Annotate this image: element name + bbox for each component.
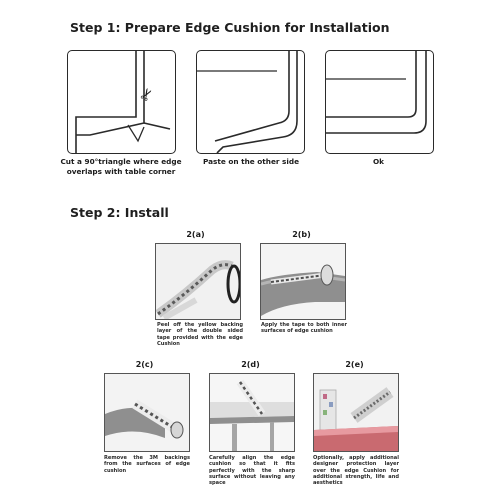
step1-title: Step 1: Prepare Edge Cushion for Install… [70,20,390,35]
step1-caption-ok: Ok [372,157,385,166]
panel-2c-caption: Remove the 3M backings from the surfaces… [104,455,190,474]
panel-2e-caption: Optionally, apply additional designer pr… [313,455,399,487]
panel-2e-label: 2(e) [345,360,364,369]
step1-panel-paste [196,50,305,154]
align-cushion-illustration [210,374,294,451]
step1-panel-cut: ✂ [67,50,176,154]
panel-2c-label: 2(c) [135,360,154,369]
panel-2d-caption: Carefully align the edge cushion so that… [209,455,295,487]
panel-2b-label: 2(b) [292,230,311,239]
panel-2a-photo [155,243,241,320]
step1-caption-paste: Paste on the other side [202,157,300,166]
panel-2a-label: 2(a) [186,230,205,239]
panel-2e-photo [313,373,399,452]
remove-backing-illustration [105,374,189,451]
panel-2a-caption: Peel off the yellow backing layer of the… [157,322,243,347]
cut-triangle-illustration [75,51,171,153]
apply-tape-illustration [261,244,345,319]
ok-illustration [326,51,427,134]
paste-illustration [197,51,298,153]
panel-2b-photo [260,243,346,320]
panel-2d-label: 2(d) [241,360,260,369]
panel-2c-photo [104,373,190,452]
peel-tape-illustration [156,244,240,319]
step2-title: Step 2: Install [70,205,169,220]
panel-2d-photo [209,373,295,452]
step1-panel-ok [325,50,434,154]
step1-caption-cut: Cut a 90°triangle where edge overlaps wi… [60,157,182,176]
designer-layer-illustration [314,374,398,451]
panel-2b-caption: Apply the tape to both inner surfaces of… [261,322,347,335]
